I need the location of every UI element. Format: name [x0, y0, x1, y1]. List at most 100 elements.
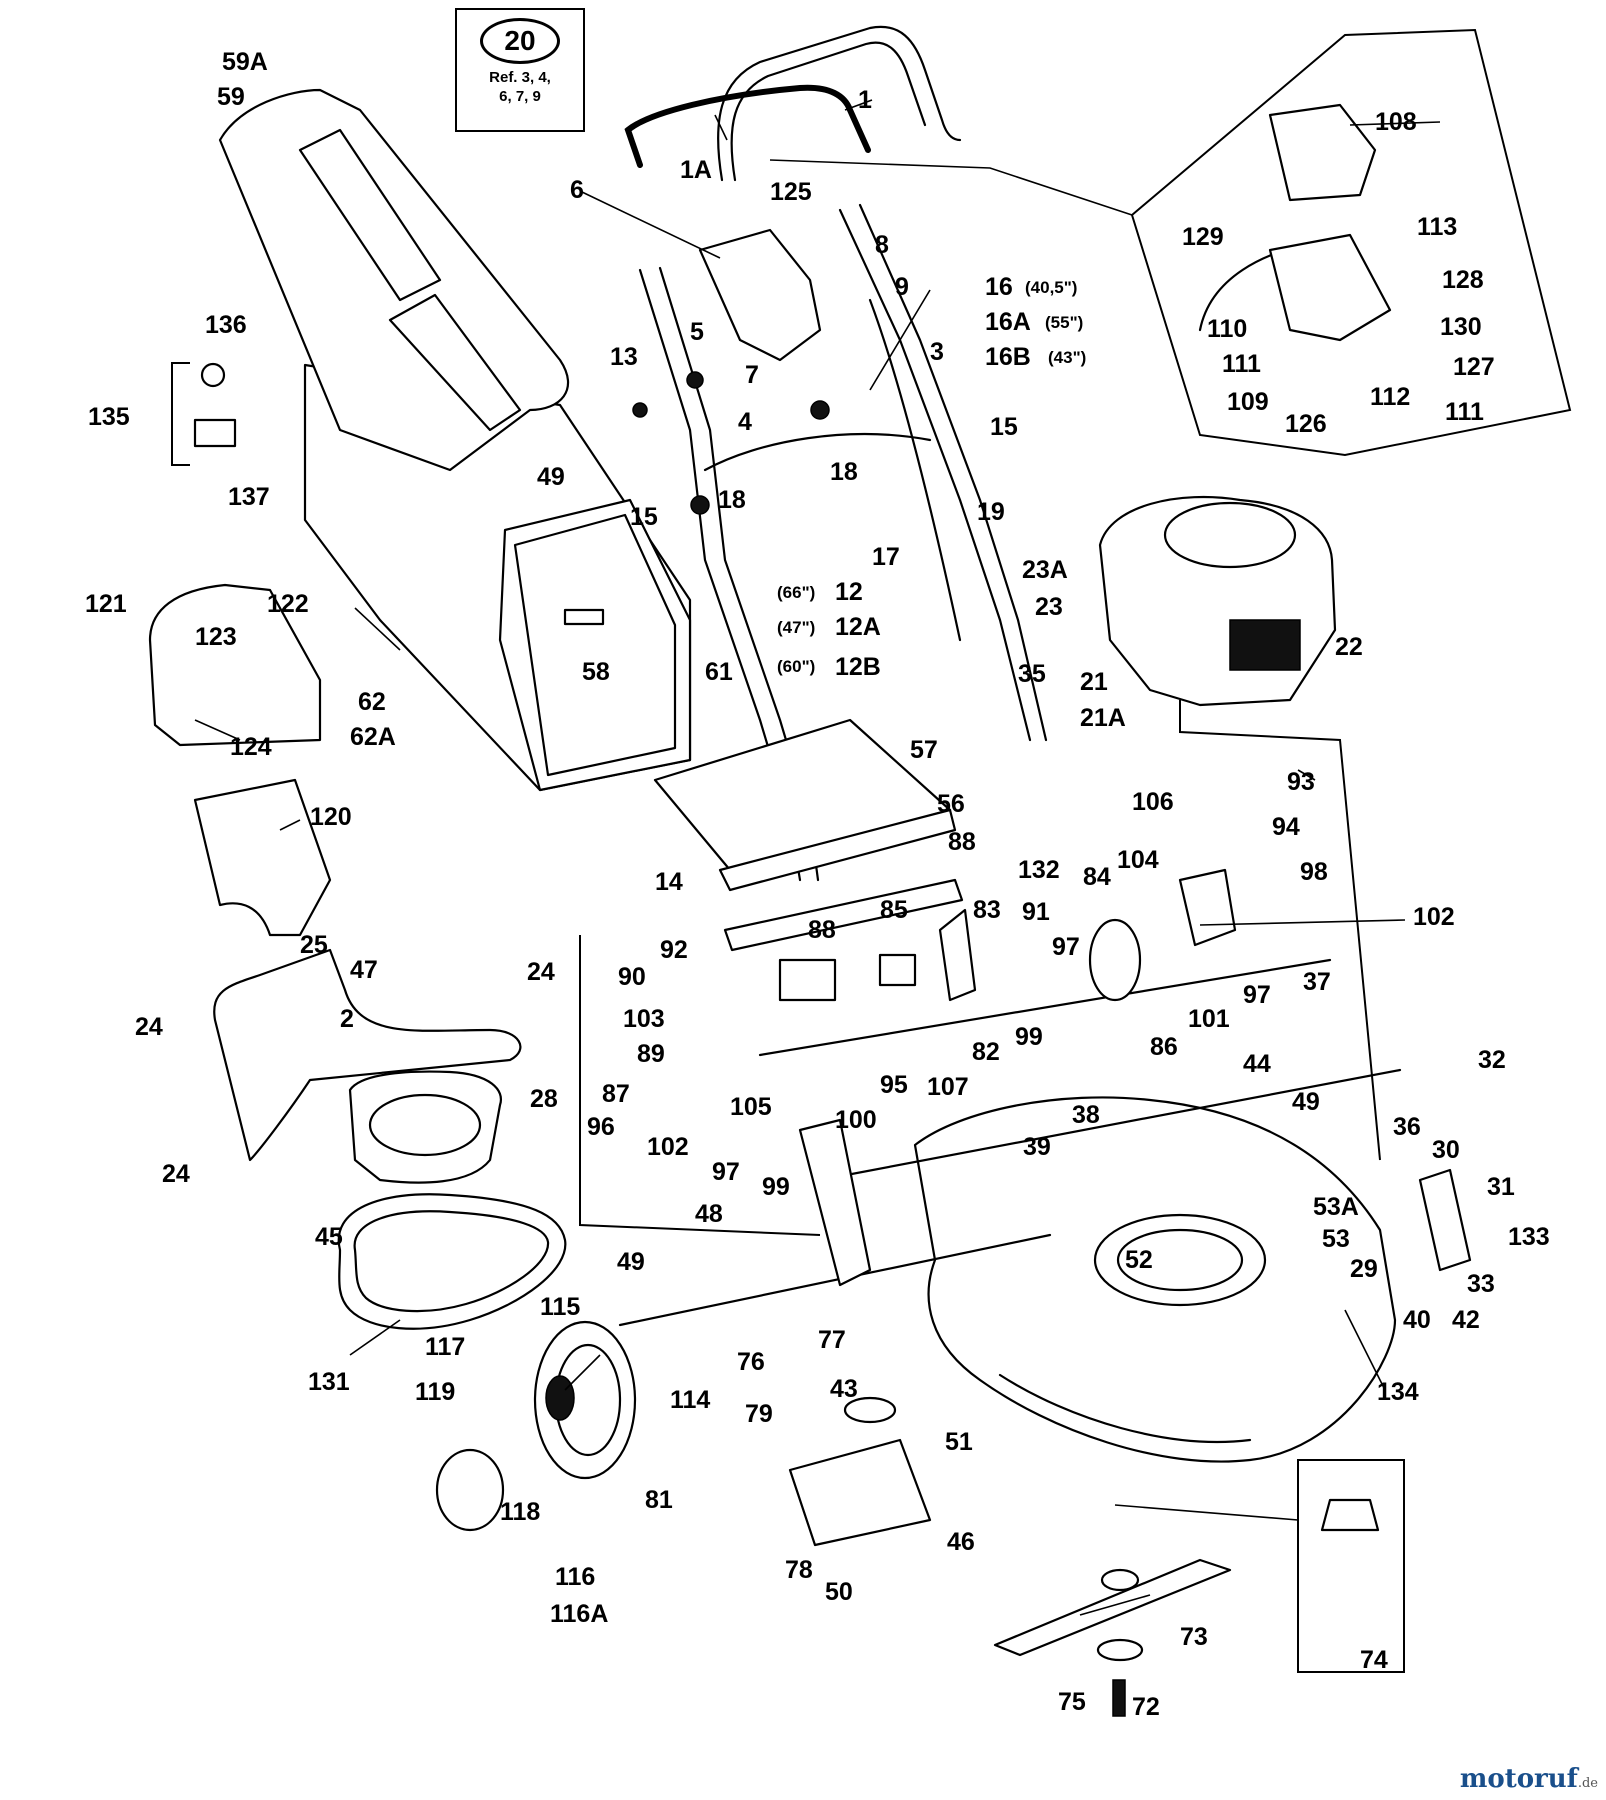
- label-16: 16: [985, 273, 1013, 301]
- front-bar-56: [718, 808, 957, 892]
- label-119: 119: [415, 1378, 455, 1406]
- label-105: 105: [730, 1093, 772, 1121]
- blade-adapter-connector: [1114, 1504, 1299, 1521]
- label-7: 7: [745, 361, 759, 389]
- lead-1: [844, 99, 873, 111]
- label-86: 86: [1150, 1033, 1178, 1061]
- label-121: 121: [85, 590, 127, 618]
- handle-knob-left: [690, 495, 710, 515]
- label-93: 93: [1287, 768, 1315, 796]
- pulley-84: [1088, 918, 1142, 1002]
- label-85: 85: [880, 896, 908, 924]
- label-96: 96: [587, 1113, 615, 1141]
- label-103: 103: [623, 1005, 665, 1033]
- lead-73: [1079, 1594, 1151, 1616]
- label-126: 126: [1285, 410, 1327, 438]
- upper-handle: [717, 25, 962, 182]
- label-74: 74: [1360, 1646, 1388, 1674]
- engine-group-bracket: [1179, 700, 1381, 1161]
- label-23: 23: [1035, 593, 1063, 621]
- adapter-detail-74: [1320, 1498, 1380, 1532]
- label-12: 12: [835, 578, 863, 606]
- label-75: 75: [1058, 1688, 1086, 1716]
- label-46: 46: [947, 1528, 975, 1556]
- label-91: 91: [1022, 898, 1050, 926]
- label-59A: 59A: [222, 48, 268, 76]
- lead-16: [869, 289, 931, 391]
- label-53A: 53A: [1313, 1193, 1359, 1221]
- watermark-brand: motoruf: [1459, 1764, 1578, 1794]
- label-12A: 12A: [835, 613, 881, 641]
- label-24b: 24: [527, 958, 555, 986]
- kit-135-bracket: [171, 362, 190, 466]
- label-32: 32: [1478, 1046, 1506, 1074]
- label-84: 84: [1083, 863, 1111, 891]
- blade-adapter-hub: [1100, 1568, 1140, 1592]
- lead-1A: [714, 114, 728, 141]
- label-22: 22: [1335, 633, 1363, 661]
- label-130: 130: [1440, 313, 1482, 341]
- label-16A: 16A: [985, 308, 1031, 336]
- control-housing: [698, 228, 822, 362]
- lead-134: [1344, 1309, 1386, 1391]
- label-102b: 102: [647, 1133, 689, 1161]
- label-102a: 102: [1413, 903, 1455, 931]
- label-45: 45: [315, 1223, 343, 1251]
- blade-adapter-detail-frame: [1297, 1459, 1405, 1673]
- label-107: 107: [927, 1073, 969, 1101]
- control-cable: [868, 298, 962, 642]
- watermark-suffix: .de: [1577, 1776, 1598, 1791]
- bracket-106: [1178, 868, 1237, 947]
- rear-baffle-28: [348, 1070, 503, 1184]
- label-77: 77: [818, 1326, 846, 1354]
- label-131: 131: [308, 1368, 350, 1396]
- label-49a: 49: [537, 463, 565, 491]
- label-94: 94: [1272, 813, 1300, 841]
- label-132: 132: [1018, 856, 1060, 884]
- label-31: 31: [1487, 1173, 1515, 1201]
- baffle-ring: [368, 1093, 482, 1157]
- label-61: 61: [705, 658, 733, 686]
- label-116A: 116A: [550, 1600, 608, 1628]
- height-adjuster-rod: [818, 1068, 1402, 1182]
- label-97c: 97: [712, 1158, 740, 1186]
- lead-116: [564, 1354, 601, 1391]
- label-21: 21: [1080, 668, 1108, 696]
- label-16-length: (40,5"): [1025, 278, 1077, 297]
- front-bracket-30: [1418, 1168, 1472, 1272]
- label-21A: 21A: [1080, 704, 1126, 732]
- label-62: 62: [358, 688, 386, 716]
- blade-bolt-75: [1112, 1679, 1126, 1717]
- label-83: 83: [973, 896, 1001, 924]
- label-134: 134: [1377, 1378, 1419, 1406]
- label-12-length: (66"): [777, 583, 815, 602]
- label-18a: 18: [830, 458, 858, 486]
- rear-flap-2: [213, 948, 522, 1162]
- label-43: 43: [830, 1375, 858, 1403]
- kit-refs-line2: 6, 7, 9: [499, 88, 541, 105]
- handle-knob-right: [810, 400, 830, 420]
- label-88a: 88: [948, 828, 976, 856]
- part-labels: 1 1A 2 3 4 5 6 7 8 9 (66") 12 (47") 12A …: [85, 48, 1550, 1721]
- label-28: 28: [530, 1085, 558, 1113]
- clip-137: [193, 418, 237, 448]
- label-92: 92: [660, 936, 688, 964]
- label-76: 76: [737, 1348, 765, 1376]
- label-51: 51: [945, 1428, 973, 1456]
- label-106: 106: [1132, 788, 1174, 816]
- lead-108: [1349, 121, 1441, 126]
- label-18b: 18: [718, 486, 746, 514]
- label-57: 57: [910, 736, 938, 764]
- label-109: 109: [1227, 388, 1269, 416]
- drive-belt-131: [337, 1193, 567, 1330]
- kit-number: 20: [480, 18, 560, 64]
- label-99b: 99: [762, 1173, 790, 1201]
- plate-83: [938, 908, 977, 1002]
- label-89: 89: [637, 1040, 665, 1068]
- rear-axle-rod: [618, 1233, 1052, 1327]
- label-112: 112: [1370, 383, 1410, 411]
- label-111b: 111: [1445, 398, 1484, 426]
- label-59: 59: [217, 83, 245, 111]
- catcher-frame-inner: [513, 513, 677, 777]
